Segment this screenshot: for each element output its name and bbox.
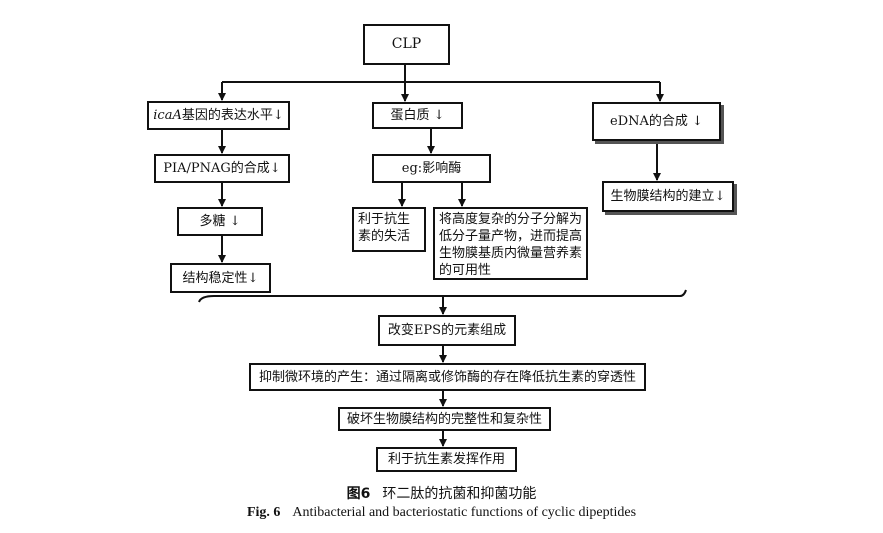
figure-caption-en: Fig. 6 Antibacterial and bacteriostatic f… [0,505,883,521]
node-stability: 结构稳定性↓ [170,263,271,293]
caption-cn-label: 图6 [346,486,371,502]
node-decompose: 将高度复杂的分子分解为低分子量产物，进而提高生物膜基质内微量营养素的可用性 [433,207,588,280]
node-pia-synthesis: PIA/PNAG的合成↓ [154,154,290,183]
node-destroy-integrity: 破坏生物膜结构的完整性和复杂性 [338,407,551,431]
ica-expression-text: 基因的表达水平↓ [181,108,284,123]
node-polysaccharide: 多糖 ↓ [177,207,263,236]
node-edna: eDNA的合成 ↓ [592,102,721,141]
figure-caption-cn: 图6 环二肽的抗菌和抑菌功能 [0,483,883,503]
node-eps: 改变EPS的元素组成 [378,315,516,346]
caption-cn-text: 环二肽的抗菌和抑菌功能 [382,486,537,502]
caption-en-text: Antibacterial and bacteriostatic functio… [292,505,637,520]
ica-gene-name: icaA [153,108,182,123]
bottom-brace [198,289,687,303]
node-antibiotic-effect: 利于抗生素发挥作用 [376,447,517,472]
node-biofilm-build: 生物膜结构的建立↓ [602,181,734,212]
node-antibiotic-inactivation: 利于抗生素的失活 [352,207,426,252]
node-clp: CLP [363,24,450,65]
node-protein: 蛋白质 ↓ [372,102,463,129]
node-eg-enzyme: eg:影响酶 [372,154,491,183]
node-microenvironment: 抑制微环境的产生：通过隔离或修饰酶的存在降低抗生素的穿透性 [249,363,646,391]
caption-en-label: Fig. 6 [246,505,281,520]
